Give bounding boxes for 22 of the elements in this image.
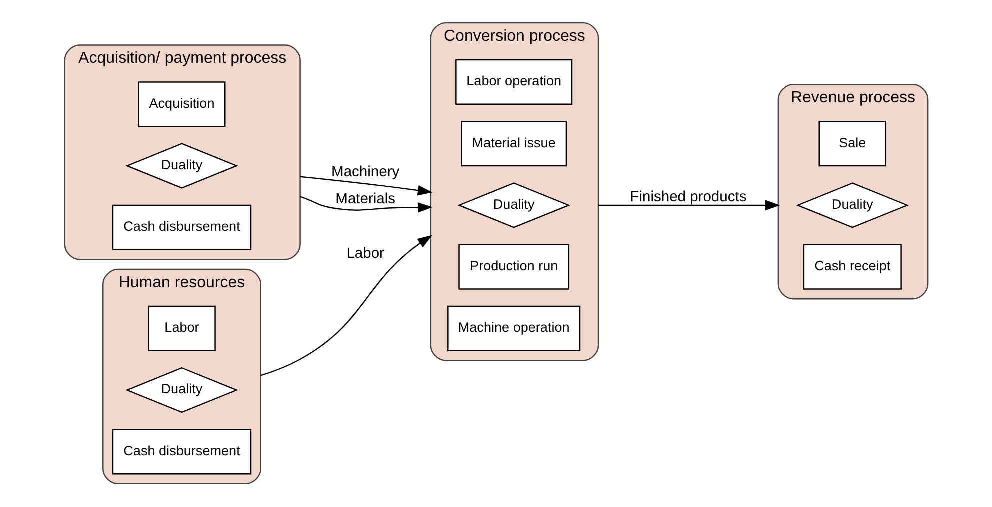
node-box: Labor operation — [455, 59, 572, 105]
arrow — [260, 235, 432, 376]
node-diamond: Duality — [125, 367, 238, 414]
arrow — [300, 176, 432, 196]
node-diamond: Duality — [457, 182, 570, 228]
node-box: Labor — [148, 306, 216, 352]
node-box: Production run — [458, 244, 570, 290]
node-box: Material issue — [460, 121, 567, 167]
node-diamond: Duality — [796, 182, 909, 228]
edge-label: Labor — [346, 246, 384, 262]
node-box: Sale — [818, 121, 886, 167]
node-box: Acquisition — [138, 82, 226, 128]
edge-label: Machinery — [331, 164, 400, 181]
node-diamond: Duality — [125, 143, 238, 189]
node-box: Cash receipt — [802, 244, 902, 290]
node-box: Machine operation — [447, 306, 580, 352]
arrow — [300, 196, 432, 213]
node-box: Cash disbursement — [112, 429, 252, 475]
edge-label: Materials — [335, 192, 396, 208]
edge-label: Finished products — [630, 189, 746, 206]
arrow — [598, 200, 780, 211]
node-box: Cash disbursement — [112, 204, 252, 250]
